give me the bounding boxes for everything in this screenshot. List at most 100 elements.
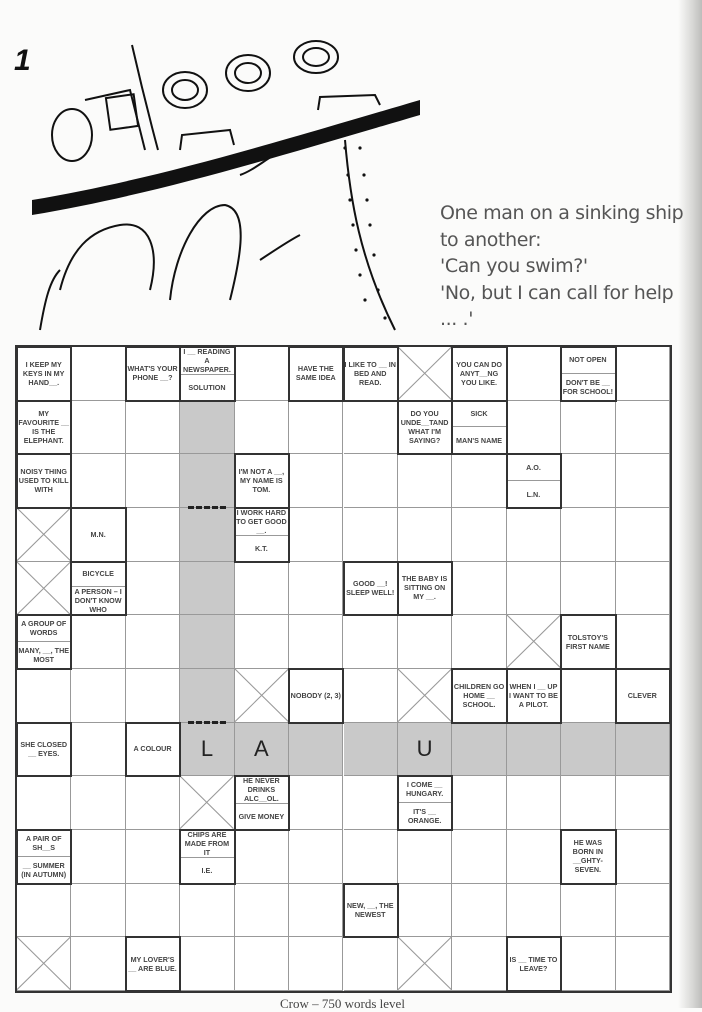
- answer-cell[interactable]: [125, 883, 181, 938]
- answer-cell[interactable]: [289, 454, 344, 508]
- answer-cell[interactable]: [343, 400, 398, 455]
- answer-cell[interactable]: [234, 615, 290, 669]
- answer-cell[interactable]: [615, 400, 670, 455]
- answer-cell[interactable]: [615, 937, 670, 991]
- solution-cell[interactable]: L: [180, 720, 235, 777]
- answer-cell[interactable]: [561, 508, 616, 562]
- answer-cell[interactable]: [289, 561, 344, 616]
- answer-cell[interactable]: [615, 615, 670, 669]
- solution-cell[interactable]: [180, 454, 235, 508]
- answer-cell[interactable]: [452, 937, 507, 991]
- answer-cell[interactable]: [506, 347, 562, 401]
- answer-cell[interactable]: [125, 508, 181, 562]
- answer-cell[interactable]: [561, 937, 616, 991]
- answer-cell[interactable]: [71, 347, 126, 401]
- solution-cell[interactable]: A: [234, 722, 290, 777]
- answer-cell[interactable]: [343, 669, 398, 723]
- solution-cell[interactable]: [180, 615, 235, 669]
- answer-cell[interactable]: [452, 561, 507, 616]
- solution-cell[interactable]: [561, 722, 616, 777]
- answer-cell[interactable]: [506, 400, 562, 455]
- answer-cell[interactable]: [397, 883, 453, 938]
- answer-cell[interactable]: [289, 937, 344, 991]
- answer-cell[interactable]: [289, 400, 344, 455]
- answer-cell[interactable]: [289, 830, 344, 884]
- answer-cell[interactable]: [71, 830, 126, 884]
- answer-cell[interactable]: [561, 454, 616, 508]
- answer-cell[interactable]: [180, 883, 235, 938]
- answer-cell[interactable]: [17, 669, 72, 723]
- answer-cell[interactable]: [397, 454, 453, 508]
- answer-cell[interactable]: [343, 937, 398, 991]
- answer-cell[interactable]: [397, 508, 453, 562]
- solution-cell[interactable]: [180, 400, 235, 455]
- answer-cell[interactable]: [289, 883, 344, 938]
- answer-cell[interactable]: [71, 937, 126, 991]
- answer-cell[interactable]: [125, 400, 181, 455]
- answer-cell[interactable]: [71, 776, 126, 830]
- answer-cell[interactable]: [71, 400, 126, 455]
- answer-cell[interactable]: [561, 561, 616, 616]
- answer-cell[interactable]: [506, 508, 562, 562]
- answer-cell[interactable]: [71, 669, 126, 723]
- answer-cell[interactable]: [615, 776, 670, 830]
- answer-cell[interactable]: [343, 615, 398, 669]
- answer-cell[interactable]: [289, 508, 344, 562]
- answer-cell[interactable]: [234, 347, 290, 401]
- answer-cell[interactable]: [343, 508, 398, 562]
- answer-cell[interactable]: [125, 669, 181, 723]
- answer-cell[interactable]: [561, 776, 616, 830]
- answer-cell[interactable]: [343, 830, 398, 884]
- answer-cell[interactable]: [561, 883, 616, 938]
- answer-cell[interactable]: [452, 454, 507, 508]
- answer-cell[interactable]: [289, 615, 344, 669]
- answer-cell[interactable]: [506, 883, 562, 938]
- answer-cell[interactable]: [615, 454, 670, 508]
- answer-cell[interactable]: [125, 830, 181, 884]
- answer-cell[interactable]: [561, 400, 616, 455]
- answer-cell[interactable]: [234, 830, 290, 884]
- solution-cell[interactable]: [289, 722, 344, 777]
- answer-cell[interactable]: [234, 937, 290, 991]
- solution-cell[interactable]: [180, 561, 235, 616]
- answer-cell[interactable]: [71, 615, 126, 669]
- solution-cell[interactable]: [180, 669, 235, 723]
- answer-cell[interactable]: [452, 830, 507, 884]
- answer-cell[interactable]: [125, 561, 181, 616]
- answer-cell[interactable]: [615, 508, 670, 562]
- solution-cell[interactable]: [343, 722, 398, 777]
- solution-cell[interactable]: [506, 722, 562, 777]
- answer-cell[interactable]: [125, 776, 181, 830]
- answer-cell[interactable]: [452, 508, 507, 562]
- answer-cell[interactable]: [17, 883, 72, 938]
- answer-cell[interactable]: [234, 883, 290, 938]
- answer-cell[interactable]: [71, 722, 126, 777]
- answer-cell[interactable]: [343, 454, 398, 508]
- answer-cell[interactable]: [561, 669, 616, 723]
- answer-cell[interactable]: [180, 937, 235, 991]
- solution-cell[interactable]: U: [397, 722, 453, 777]
- answer-cell[interactable]: [71, 454, 126, 508]
- answer-cell[interactable]: [615, 561, 670, 616]
- answer-cell[interactable]: [234, 561, 290, 616]
- answer-cell[interactable]: [125, 454, 181, 508]
- answer-cell[interactable]: [615, 883, 670, 938]
- answer-cell[interactable]: [17, 776, 72, 830]
- answer-cell[interactable]: [343, 776, 398, 830]
- answer-cell[interactable]: [506, 561, 562, 616]
- answer-cell[interactable]: [506, 830, 562, 884]
- solution-cell[interactable]: [615, 722, 670, 777]
- answer-cell[interactable]: [452, 776, 507, 830]
- answer-cell[interactable]: [234, 400, 290, 455]
- answer-cell[interactable]: [452, 883, 507, 938]
- answer-cell[interactable]: [615, 830, 670, 884]
- answer-cell[interactable]: [125, 615, 181, 669]
- answer-cell[interactable]: [452, 615, 507, 669]
- answer-cell[interactable]: [506, 776, 562, 830]
- answer-cell[interactable]: [397, 615, 453, 669]
- solution-cell[interactable]: [180, 506, 235, 562]
- answer-cell[interactable]: [289, 776, 344, 830]
- answer-cell[interactable]: [397, 830, 453, 884]
- solution-cell[interactable]: [452, 722, 507, 777]
- answer-cell[interactable]: [71, 883, 126, 938]
